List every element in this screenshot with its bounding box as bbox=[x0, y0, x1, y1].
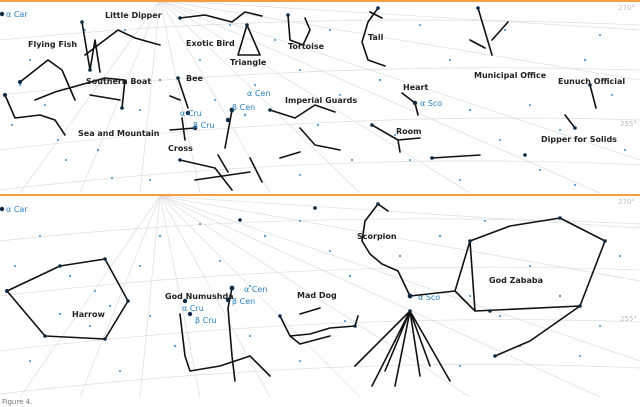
top-star-map: α Car α Cen β Cen α Cru β Cru α Sco Litt… bbox=[0, 0, 640, 193]
star-label-alpha-car: α Car bbox=[6, 10, 28, 19]
room-lines bbox=[371, 124, 421, 153]
scorpion-tail-lines bbox=[377, 203, 389, 212]
label-eunuch-official: Eunuch Official bbox=[558, 77, 625, 86]
label-southern-boat: Southern Boat bbox=[86, 77, 151, 86]
star-label-alpha-cen: α Cen bbox=[244, 285, 267, 294]
bright-stars bbox=[0, 202, 607, 358]
triangle-lines bbox=[237, 24, 261, 56]
label-god-zababa: God Zababa bbox=[489, 276, 543, 285]
edge-label-270: 270° bbox=[618, 4, 635, 12]
label-sea-and-mountain: Sea and Mountain bbox=[78, 129, 160, 138]
label-mad-dog: Mad Dog bbox=[297, 291, 337, 300]
label-cross: Cross bbox=[168, 144, 193, 153]
constellation-lines bbox=[4, 7, 597, 191]
edge-label-255: 255° bbox=[620, 120, 637, 128]
label-scorpion: Scorpion bbox=[357, 232, 397, 241]
faint-stars bbox=[10, 23, 627, 187]
centaur-lines bbox=[217, 109, 233, 173]
star-label-alpha-sco: α Sco bbox=[420, 99, 442, 108]
tortoise-lines bbox=[287, 14, 311, 46]
bright-stars bbox=[0, 6, 592, 162]
star-label-alpha-cru: α Cru bbox=[182, 304, 204, 313]
cross-lines bbox=[169, 117, 196, 141]
bottom-star-map-panel: α Car α Cen β Cen α Cru β Cru α Sco Scor… bbox=[0, 196, 640, 397]
label-bee: Bee bbox=[186, 74, 204, 83]
grid-lines bbox=[0, 0, 640, 193]
harrow-lines bbox=[6, 258, 129, 340]
top-divider bbox=[0, 0, 640, 2]
sco-fan-lines bbox=[354, 310, 451, 387]
label-tail: Tail bbox=[368, 33, 384, 42]
label-imperial-guards: Imperial Guards bbox=[285, 96, 357, 105]
constellation-labels: Little Dipper Flying Fish Exotic Bird Tr… bbox=[28, 11, 625, 153]
label-triangle: Triangle bbox=[230, 58, 267, 67]
label-municipal-office: Municipal Office bbox=[474, 71, 547, 80]
scorpion-lines bbox=[361, 203, 411, 297]
edge-label-255: 255° bbox=[620, 315, 637, 323]
star-label-beta-cru: β Cru bbox=[193, 121, 215, 130]
star-labels: α Car α Cen β Cen α Cru β Cru α Sco bbox=[6, 205, 440, 325]
dipper-for-solids-lines bbox=[431, 114, 576, 159]
tail-lines bbox=[361, 7, 386, 67]
label-heart: Heart bbox=[403, 83, 428, 92]
southern-boat-lines bbox=[34, 77, 126, 109]
imperial-guards-lines bbox=[269, 104, 341, 151]
lower-lines bbox=[179, 151, 301, 191]
figure-caption: Figure 4. bbox=[2, 398, 33, 406]
label-room: Room bbox=[396, 127, 422, 136]
flying-fish-lines bbox=[19, 59, 76, 101]
god-numushda-lines bbox=[179, 287, 271, 382]
star-label-beta-cen: β Cen bbox=[232, 297, 255, 306]
label-dipper-for-solids: Dipper for Solids bbox=[541, 135, 617, 144]
exotic-bird-lines bbox=[179, 11, 263, 23]
middle-divider bbox=[0, 194, 640, 196]
star-label-alpha-cen: α Cen bbox=[247, 89, 270, 98]
bee-lines bbox=[169, 77, 189, 109]
top-star-map-panel: α Car α Cen β Cen α Cru β Cru α Sco Litt… bbox=[0, 0, 640, 193]
god-zababa-lines bbox=[409, 217, 606, 357]
sea-and-mountain-lines bbox=[4, 94, 66, 136]
label-exotic-bird: Exotic Bird bbox=[186, 39, 235, 48]
label-little-dipper: Little Dipper bbox=[105, 11, 162, 20]
little-dipper-lines bbox=[81, 21, 161, 73]
star-label-beta-cen: β Cen bbox=[232, 103, 255, 112]
label-god-numushda: God Numushda bbox=[165, 292, 234, 301]
edge-label-270: 270° bbox=[618, 198, 635, 206]
municipal-office-lines bbox=[469, 7, 509, 56]
star-label-beta-cru: β Cru bbox=[195, 316, 217, 325]
label-tortoise: Tortoise bbox=[288, 42, 325, 51]
mad-dog-lines bbox=[279, 307, 359, 345]
constellation-labels: Scorpion God Zababa Harrow God Numushda … bbox=[72, 232, 543, 319]
faint-stars bbox=[13, 219, 622, 373]
star-labels: α Car α Cen β Cen α Cru β Cru α Sco bbox=[6, 10, 442, 130]
star-label-alpha-sco: α Sco bbox=[418, 293, 440, 302]
eunuch-official-lines bbox=[589, 84, 597, 109]
star-label-alpha-cru: α Cru bbox=[180, 109, 202, 118]
label-harrow: Harrow bbox=[72, 310, 105, 319]
label-flying-fish: Flying Fish bbox=[28, 40, 77, 49]
bottom-star-map: α Car α Cen β Cen α Cru β Cru α Sco Scor… bbox=[0, 196, 640, 397]
star-label-alpha-car: α Car bbox=[6, 205, 28, 214]
